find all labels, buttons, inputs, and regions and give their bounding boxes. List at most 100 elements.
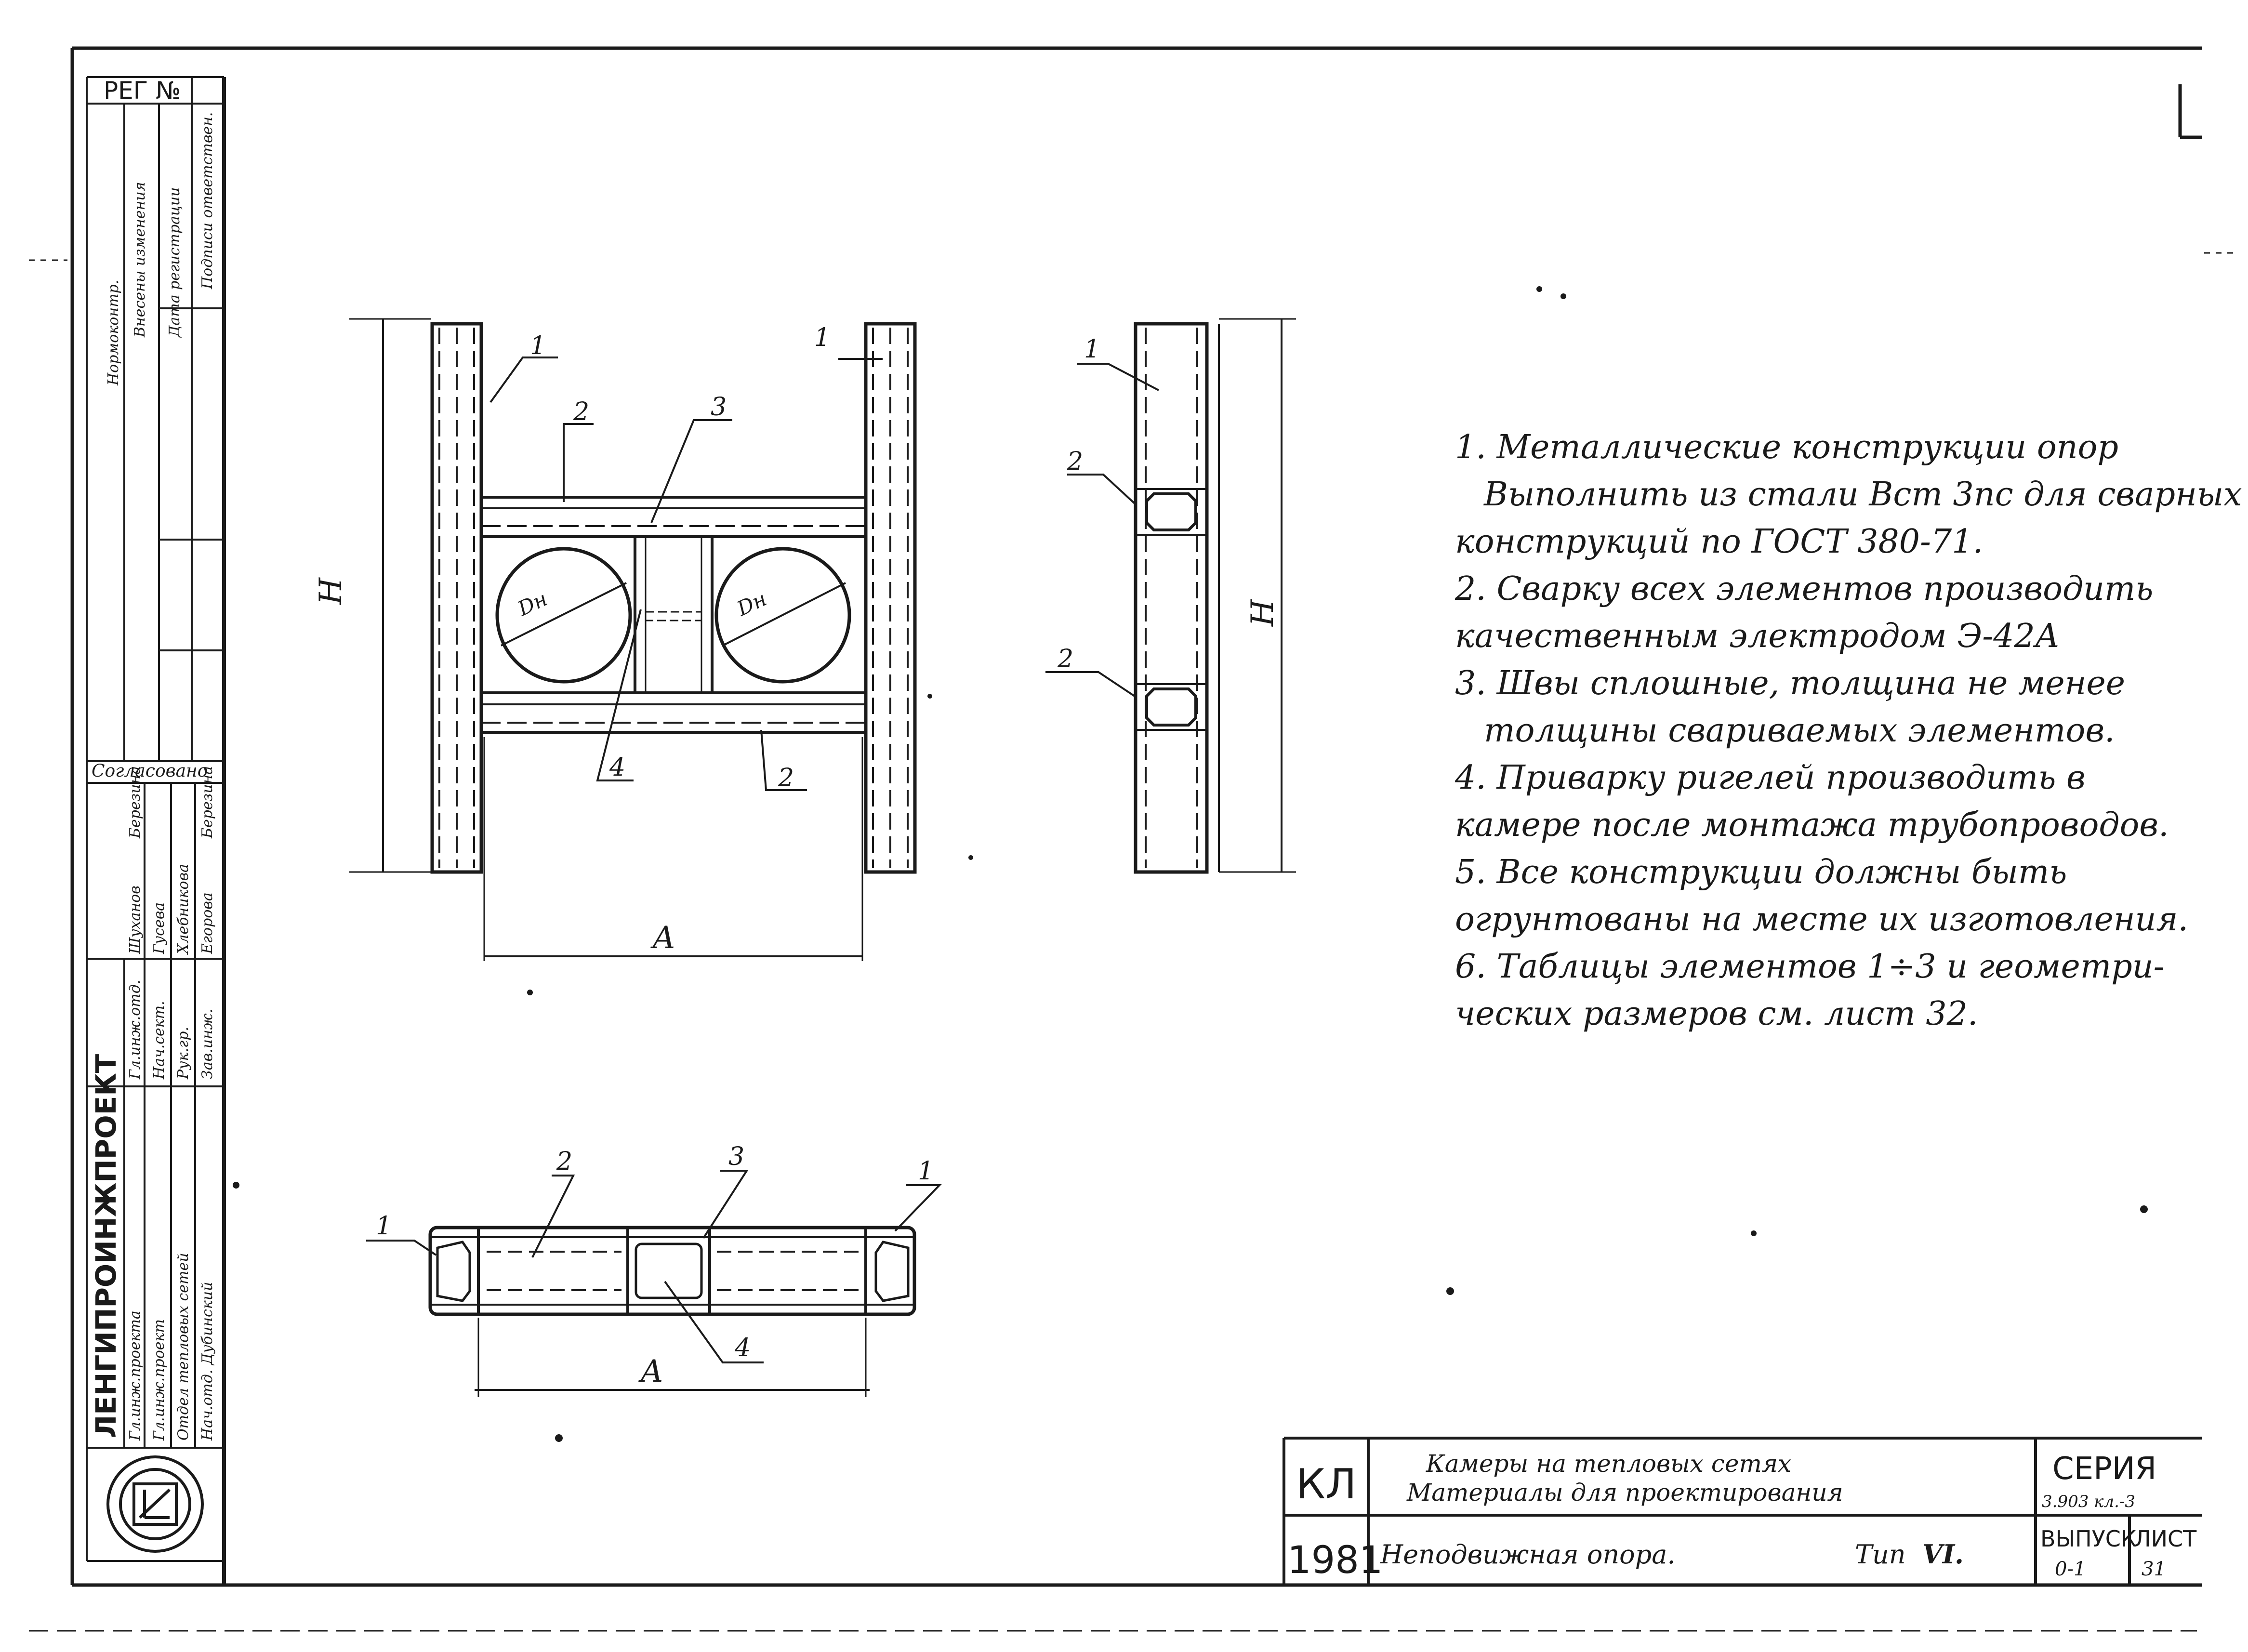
note-num: 3.: [1455, 664, 1486, 702]
note-line-8: 4. Приварку ригелей производить в: [1455, 754, 2235, 802]
note-num: 4.: [1455, 759, 1486, 797]
front-dim-H: H: [313, 577, 349, 605]
side-callout-2-bottom: 2: [1057, 645, 1073, 674]
plan-callout-4: 4: [734, 1334, 751, 1362]
reg-col-text-3: Дата регистрации: [166, 187, 183, 339]
note-text: ческих размеров см. лист 32.: [1455, 995, 1978, 1033]
tb-title-line2: Материалы для проектирования: [1406, 1479, 1843, 1507]
note-num: 5.: [1455, 853, 1486, 891]
org-logo: [106, 1455, 204, 1553]
tb-sheet-label: ЛИСТ: [2134, 1526, 2197, 1552]
front-callout-3: 3: [711, 393, 727, 422]
note-line-9: камере после монтажа трубопроводов.: [1455, 802, 2235, 849]
left-stamp: [86, 76, 224, 1562]
dept-row-1: Гл.инж.проекта: [127, 1310, 144, 1441]
plan-callout-1-left: 1: [376, 1212, 392, 1241]
general-notes: 1. Металлические конструкции опор Выполн…: [1455, 424, 2242, 1038]
front-pipe-label-left: Dн: [514, 587, 551, 621]
dept-row-2: Гл.инж.проект: [151, 1319, 168, 1441]
front-left-post: [430, 322, 483, 874]
role-2: Нач.сект.: [151, 1001, 168, 1080]
dept-row-4: Нач.отд. Дубинский: [199, 1282, 216, 1441]
tb-issue-label: ВЫПУСК: [2040, 1526, 2137, 1552]
note-text: Сварку всех элементов производить: [1496, 570, 2154, 608]
side-upper-clamp: [1145, 492, 1197, 531]
plan-outline: [428, 1226, 916, 1316]
title-block: [1283, 1437, 2202, 1585]
front-spacer: [634, 535, 714, 694]
side-callout-1: 1: [1084, 335, 1100, 364]
dept-row-3: Отдел тепловых сетей: [175, 1253, 192, 1441]
note-line-12: 6. Таблицы элементов 1÷3 и геометри-: [1455, 943, 2235, 991]
approval-label: Согласовано: [92, 761, 208, 781]
note-line-1: 1. Металлические конструкции опор: [1455, 424, 2235, 471]
side-dim-H: H: [1245, 599, 1281, 627]
front-upper-beam: [480, 496, 867, 538]
note-line-11: огрунтованы на месте их изготовления.: [1455, 896, 2235, 943]
plan-callout-2: 2: [556, 1147, 572, 1176]
tb-subject: Неподвижная опора.: [1380, 1539, 1676, 1570]
tb-type-value: VI.: [1922, 1539, 1964, 1570]
note-line-3: конструкций по ГОСТ 380-71.: [1455, 518, 2235, 566]
stamp-texts: РЕГ № Нормоконтр. Внесены изменения Дата…: [90, 77, 216, 1441]
front-pipe-label-right: Dн: [733, 587, 770, 621]
note-text: Все конструкции должны быть: [1496, 853, 2067, 891]
front-right-post: [864, 322, 917, 874]
front-callout-1-right: 1: [814, 323, 830, 352]
side-view: [1045, 318, 1296, 874]
note-line-5: качественным электродом Э-42А: [1455, 613, 2235, 660]
name-4: Егорова: [199, 892, 216, 954]
front-callout-1-left: 1: [530, 331, 546, 360]
side-view-labels: H 1 2 2: [1057, 335, 1281, 674]
note-line-13: ческих размеров см. лист 32.: [1455, 991, 2235, 1038]
note-line-7: толщины свариваемых элементов.: [1455, 707, 2235, 754]
note-line-4: 2. Сварку всех элементов производить: [1455, 566, 2235, 613]
front-lower-beam: [480, 691, 867, 734]
plan-spacer-box: [635, 1242, 703, 1299]
tb-issue-value: 0-1: [2055, 1558, 2086, 1580]
note-line-6: 3. Швы сплошные, толщина не менее: [1455, 660, 2235, 707]
plan-dim-A: A: [638, 1354, 663, 1389]
tb-title-line1: Камеры на тепловых сетях: [1426, 1450, 1791, 1478]
front-dim-A: A: [650, 920, 675, 956]
front-pipe-right: [714, 547, 851, 684]
plan-view: [366, 1170, 942, 1397]
note-text: Приварку ригелей производить в: [1496, 759, 2086, 797]
title-block-texts: КЛ 1981 Камеры на тепловых сетях Материа…: [1287, 1450, 2197, 1582]
plan-callout-3: 3: [728, 1142, 744, 1171]
tb-series-value: 3.903 кл.-3: [2042, 1492, 2135, 1511]
plan-view-labels: A 1 2 3 1 4: [376, 1142, 934, 1389]
note-num: 6.: [1455, 948, 1486, 986]
scan-specks: [233, 286, 2148, 1442]
note-text: толщины свариваемых элементов.: [1484, 712, 2115, 750]
tb-code: КЛ: [1296, 1460, 1357, 1508]
note-num: 2.: [1455, 570, 1486, 608]
note-text: Металлические конструкции опор: [1496, 428, 2119, 466]
name-5: Березина: [127, 766, 144, 839]
note-text: Швы сплошные, толщина не менее: [1496, 664, 2125, 702]
front-callout-2-top: 2: [573, 397, 589, 426]
tb-type-label: Тип: [1855, 1539, 1906, 1570]
front-callout-4: 4: [609, 753, 625, 782]
note-text: Таблицы элементов 1÷3 и геометри-: [1496, 948, 2165, 986]
note-text: качественным электродом Э-42А: [1455, 617, 2060, 655]
org-name: ЛЕНГИПРОИНЖПРОЕКТ: [90, 1054, 122, 1438]
note-num: 1.: [1455, 428, 1486, 466]
side-callout-2-top: 2: [1067, 447, 1083, 476]
note-line-10: 5. Все конструкции должны быть: [1455, 849, 2235, 896]
plan-callout-1-right: 1: [918, 1157, 934, 1186]
front-view-labels: A H Dн Dн 1 1 2 3 4 2: [313, 323, 830, 956]
sheet-frame: [29, 46, 2235, 1632]
front-pipe-left: [495, 547, 632, 684]
name-6: Березина: [199, 766, 216, 839]
reg-col-text-2: Внесены изменения: [132, 182, 148, 338]
role-3: Рук.гр.: [175, 1027, 192, 1080]
tb-sheet-value: 31: [2142, 1558, 2166, 1580]
side-lower-clamp: [1145, 687, 1197, 727]
reg-col-text-4: Подписи ответствен.: [199, 112, 216, 290]
name-2: Гусева: [151, 902, 168, 954]
tb-series-label: СЕРИЯ: [2052, 1451, 2156, 1487]
note-text: конструкций по ГОСТ 380-71.: [1455, 523, 1984, 561]
